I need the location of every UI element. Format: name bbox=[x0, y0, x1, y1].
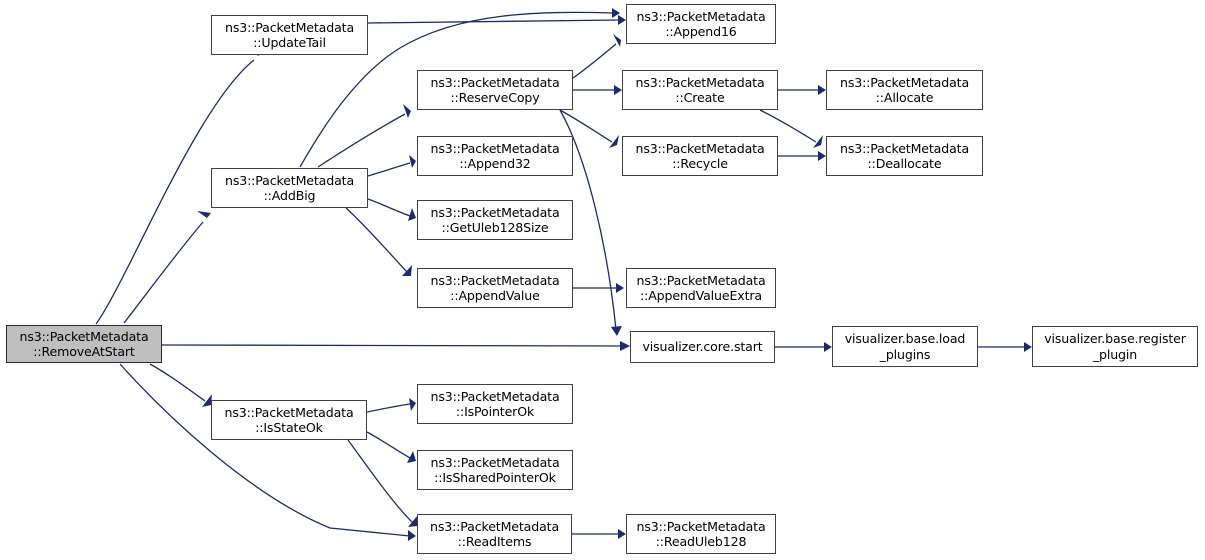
node-label: ns3::PacketMetadata ::Allocate bbox=[839, 74, 970, 106]
arrowhead bbox=[1024, 342, 1032, 352]
arrowhead bbox=[612, 8, 620, 18]
edge-reservecopy-create bbox=[573, 85, 622, 95]
node-label: ns3::PacketMetadata ::GetUleb128Size bbox=[430, 204, 560, 236]
arrowhead bbox=[818, 85, 826, 95]
arrowhead bbox=[202, 394, 212, 407]
arrowhead bbox=[609, 135, 619, 148]
graph-node-updatetail[interactable]: ns3::PacketMetadata ::UpdateTail bbox=[211, 15, 368, 55]
arrowhead bbox=[613, 34, 621, 47]
arrowhead bbox=[408, 515, 418, 527]
graph-node-isstateok[interactable]: ns3::PacketMetadata ::IsStateOk bbox=[211, 400, 367, 440]
arrowhead bbox=[813, 135, 823, 148]
edge-reservecopy-recycle bbox=[559, 109, 619, 148]
edge-updatetail-append16 bbox=[367, 15, 626, 25]
graph-node-append32[interactable]: ns3::PacketMetadata ::Append32 bbox=[417, 136, 573, 176]
graph-node-getuleb128size[interactable]: ns3::PacketMetadata ::GetUleb128Size bbox=[417, 200, 573, 240]
node-label: ns3::PacketMetadata ::IsPointerOk bbox=[430, 388, 560, 420]
node-label: ns3::PacketMetadata ::IsSharedPointerOk bbox=[430, 454, 560, 486]
graph-node-allocate[interactable]: ns3::PacketMetadata ::Allocate bbox=[826, 70, 983, 110]
edge-isstateok-issharedpointerok bbox=[366, 431, 416, 463]
edge-recycle-deallocate bbox=[778, 151, 826, 161]
edge-readitems-readuleb128 bbox=[572, 529, 626, 539]
graph-node-ispointerok[interactable]: ns3::PacketMetadata ::IsPointerOk bbox=[417, 384, 573, 424]
graph-node-registerplugin[interactable]: visualizer.base.register _plugin bbox=[1032, 326, 1198, 367]
edge-addbig-reservecopy bbox=[317, 104, 411, 168]
graph-node-addbig[interactable]: ns3::PacketMetadata ::AddBig bbox=[211, 168, 368, 208]
node-label: ns3::PacketMetadata ::Create bbox=[635, 74, 765, 106]
edge-addbig-append32 bbox=[367, 155, 416, 177]
node-label: ns3::PacketMetadata ::Append16 bbox=[636, 8, 766, 40]
arrowhead bbox=[197, 211, 211, 218]
arrowhead bbox=[611, 326, 622, 336]
node-label: visualizer.base.load _plugins bbox=[844, 331, 966, 362]
arrowhead bbox=[408, 530, 416, 541]
graph-node-removeatstart[interactable]: ns3::PacketMetadata ::RemoveAtStart bbox=[6, 325, 162, 363]
arrowhead bbox=[407, 451, 416, 463]
graph-node-loadplugins[interactable]: visualizer.base.load _plugins bbox=[832, 326, 978, 367]
arrowhead bbox=[824, 342, 832, 352]
edge-visualizercorestart-loadplugins bbox=[775, 342, 832, 352]
edge-addbig-getuleb128size bbox=[367, 198, 416, 221]
arrowhead bbox=[403, 104, 411, 118]
node-label: ns3::PacketMetadata ::AppendValueExtra bbox=[636, 272, 766, 304]
node-label: ns3::PacketMetadata ::Recycle bbox=[635, 140, 765, 172]
node-label: ns3::PacketMetadata ::AppendValue bbox=[430, 272, 560, 304]
arrowhead bbox=[402, 265, 412, 276]
edge-removeatstart-visualizercorestart bbox=[161, 341, 630, 351]
arrowhead bbox=[616, 283, 624, 293]
edge-loadplugins-registerplugin bbox=[978, 342, 1032, 352]
edge-removeatstart-addbig bbox=[123, 211, 211, 324]
node-label: ns3::PacketMetadata ::RemoveAtStart bbox=[19, 328, 149, 360]
edge-reservecopy-visualizercorestart bbox=[559, 109, 622, 336]
edge-create-allocate bbox=[778, 85, 826, 95]
arrowhead bbox=[818, 151, 826, 161]
graph-node-append16[interactable]: ns3::PacketMetadata ::Append16 bbox=[626, 4, 776, 44]
node-label: visualizer.core.start bbox=[642, 339, 763, 355]
node-label: ns3::PacketMetadata ::AddBig bbox=[224, 172, 355, 204]
graph-node-issharedpointerok[interactable]: ns3::PacketMetadata ::IsSharedPointerOk bbox=[417, 450, 573, 490]
graph-node-reservecopy[interactable]: ns3::PacketMetadata ::ReserveCopy bbox=[417, 70, 573, 110]
graph-node-recycle[interactable]: ns3::PacketMetadata ::Recycle bbox=[622, 136, 778, 176]
graph-node-appendvalueextra[interactable]: ns3::PacketMetadata ::AppendValueExtra bbox=[626, 268, 776, 308]
node-label: visualizer.base.register _plugin bbox=[1044, 331, 1186, 362]
graph-node-deallocate[interactable]: ns3::PacketMetadata ::Deallocate bbox=[826, 136, 983, 176]
edge-addbig-appendvalue bbox=[345, 207, 412, 276]
graph-node-readitems[interactable]: ns3::PacketMetadata ::ReadItems bbox=[417, 514, 572, 554]
arrowhead bbox=[409, 155, 416, 168]
edge-isstateok-readitems bbox=[347, 439, 418, 527]
graph-node-create[interactable]: ns3::PacketMetadata ::Create bbox=[622, 70, 778, 110]
arrowhead bbox=[409, 398, 416, 411]
edge-removeatstart-readitems bbox=[119, 363, 416, 541]
graph-node-readuleb128[interactable]: ns3::PacketMetadata ::ReadUleb128 bbox=[626, 514, 776, 554]
arrowhead bbox=[408, 208, 416, 221]
node-label: ns3::PacketMetadata ::ReadUleb128 bbox=[636, 518, 766, 550]
edge-isstateok-ispointerok bbox=[366, 398, 416, 413]
arrowhead bbox=[618, 529, 626, 539]
edge-addbig-append16 bbox=[299, 8, 620, 168]
node-label: ns3::PacketMetadata ::ReadItems bbox=[429, 518, 560, 550]
graph-node-appendvalue[interactable]: ns3::PacketMetadata ::AppendValue bbox=[417, 268, 573, 308]
edge-appendvalue-appendvalueextra bbox=[573, 283, 624, 293]
node-label: ns3::PacketMetadata ::UpdateTail bbox=[224, 19, 355, 51]
node-label: ns3::PacketMetadata ::Append32 bbox=[430, 140, 560, 172]
arrowhead bbox=[614, 85, 622, 95]
arrowhead bbox=[620, 341, 630, 351]
edge-create-deallocate bbox=[759, 109, 823, 148]
edge-reservecopy-append16 bbox=[572, 34, 621, 79]
node-label: ns3::PacketMetadata ::Deallocate bbox=[839, 140, 970, 172]
edge-removeatstart-isstateok bbox=[149, 363, 212, 407]
arrowhead bbox=[618, 15, 626, 25]
node-label: ns3::PacketMetadata ::ReserveCopy bbox=[430, 74, 560, 106]
graph-node-visualizercorestart[interactable]: visualizer.core.start bbox=[630, 331, 775, 363]
node-label: ns3::PacketMetadata ::IsStateOk bbox=[224, 404, 354, 436]
